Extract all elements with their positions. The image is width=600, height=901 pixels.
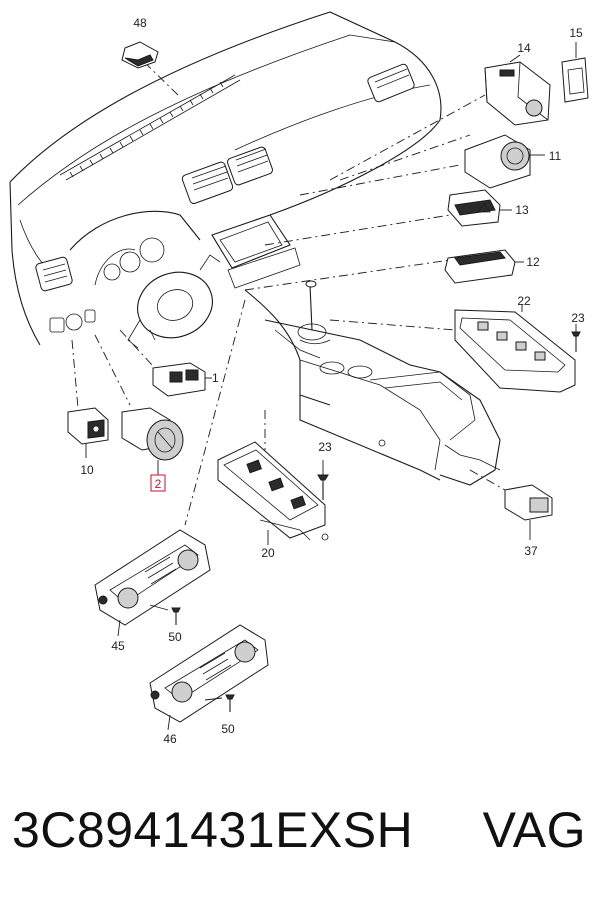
callout-11: 11 [549,149,562,163]
callout-20: 20 [261,546,275,560]
callout-23a: 23 [571,311,585,325]
part-number: 3C8941431EXSH [12,802,414,858]
callout-37: 37 [524,544,538,558]
callout-50b: 50 [221,722,235,736]
callout-22: 22 [517,294,531,308]
dashboard-outline [9,11,501,486]
part-number-footer: 3C8941431EXSH VAG [0,790,600,870]
dashed-leaders [71,57,506,526]
callout-14: 14 [517,41,531,55]
callout-1: 1 [212,371,219,385]
part-12 [444,249,524,284]
callout-48: 48 [133,16,147,30]
callout-50a: 50 [168,630,182,644]
callout-2-box [150,474,166,492]
part-22 [454,304,581,393]
callout-46: 46 [163,732,177,746]
part-48 [121,41,159,69]
part-2 [121,407,184,475]
callout-45: 45 [111,639,125,653]
part-20 [217,441,329,545]
part-10 [67,407,109,458]
part-1 [152,362,212,397]
part-15 [561,42,589,103]
callout-12: 12 [526,255,540,269]
callout-2: 2 [155,477,162,491]
part-14 [484,54,551,126]
part-37 [504,484,553,540]
callout-23b: 23 [318,440,332,454]
part-11 [464,134,545,189]
part-46 [149,624,269,731]
part-45 [94,529,211,637]
part-13 [447,189,512,227]
callout-10: 10 [80,463,94,477]
callout-13: 13 [515,203,529,217]
brand-label: VAG [482,802,586,858]
exploded-parts-diagram: 48 14 15 11 13 12 22 23 1 10 2 23 20 37 … [9,11,589,746]
callout-15: 15 [569,26,583,40]
